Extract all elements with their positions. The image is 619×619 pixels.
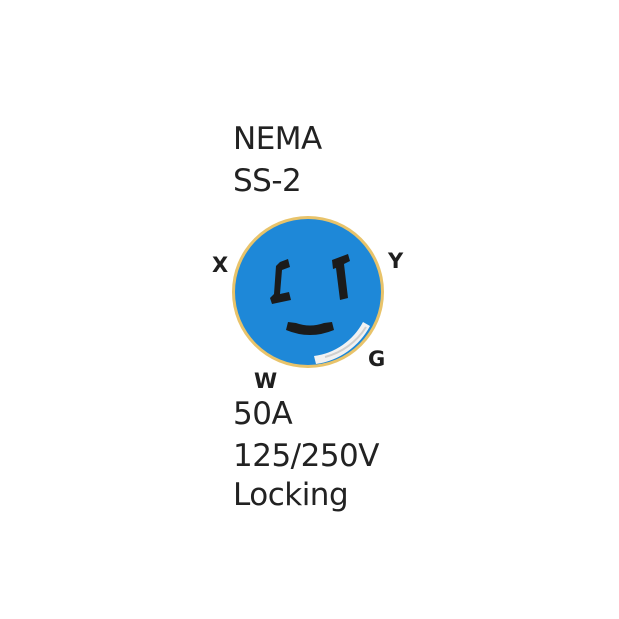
pin-label-w: W [254,369,278,393]
spec-current: 50A [233,396,293,432]
pin-label-x: X [212,253,229,277]
title-line-model: SS-2 [233,163,302,199]
title-line-nema: NEMA [233,121,322,157]
pin-label-g: G [368,347,386,371]
ground-arc-shade [324,326,367,358]
slot-x-icon [270,259,291,304]
ground-arc-icon [314,322,370,364]
receptacle-face [235,219,381,365]
receptacle-face-icon [232,216,384,368]
slot-y-icon [332,254,350,300]
slot-w-icon [286,322,334,335]
spec-type: Locking [233,477,349,513]
pin-label-y: Y [388,249,404,273]
spec-voltage: 125/250V [233,438,380,474]
